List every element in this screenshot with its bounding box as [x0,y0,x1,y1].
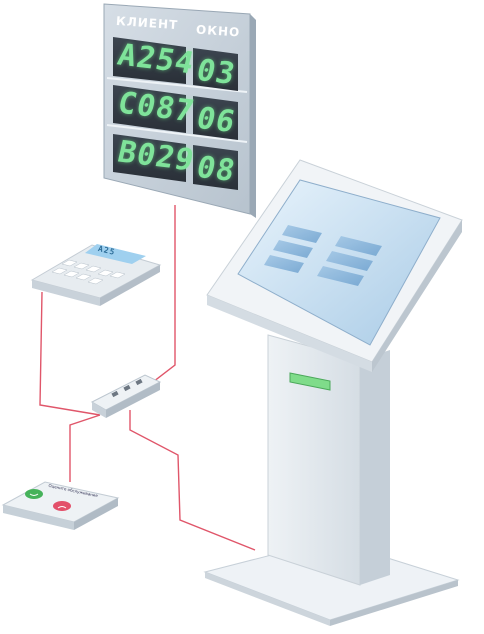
cable-kiosk [129,410,256,551]
client-cell-2 [113,85,186,133]
window-number-2: 06 [193,101,239,140]
queue-board [103,3,256,218]
kiosk-column [267,334,361,586]
keypad-device [30,244,162,306]
cable-feedback [69,414,101,482]
feedback-panel [1,481,120,530]
client-cell-3 [113,134,186,182]
cable-board [139,205,176,393]
window-cell-1 [193,48,238,91]
satisfied-button[interactable] [25,489,43,499]
keypad-screen [85,244,146,264]
cable-keypad [39,291,101,416]
window-cell-3 [193,145,238,190]
kiosk-terminal [203,159,463,626]
keypad-buttons [51,259,126,285]
window-cell-2 [193,96,238,140]
window-number-3: 08 [193,150,239,189]
board-header-window: ОКНО [195,22,241,40]
window-number-1: 03 [193,53,239,92]
cable-splitter [90,374,162,418]
screen-menu-tiles [264,225,382,286]
client-cell-1 [113,37,186,84]
card-reader-slot [289,372,331,391]
